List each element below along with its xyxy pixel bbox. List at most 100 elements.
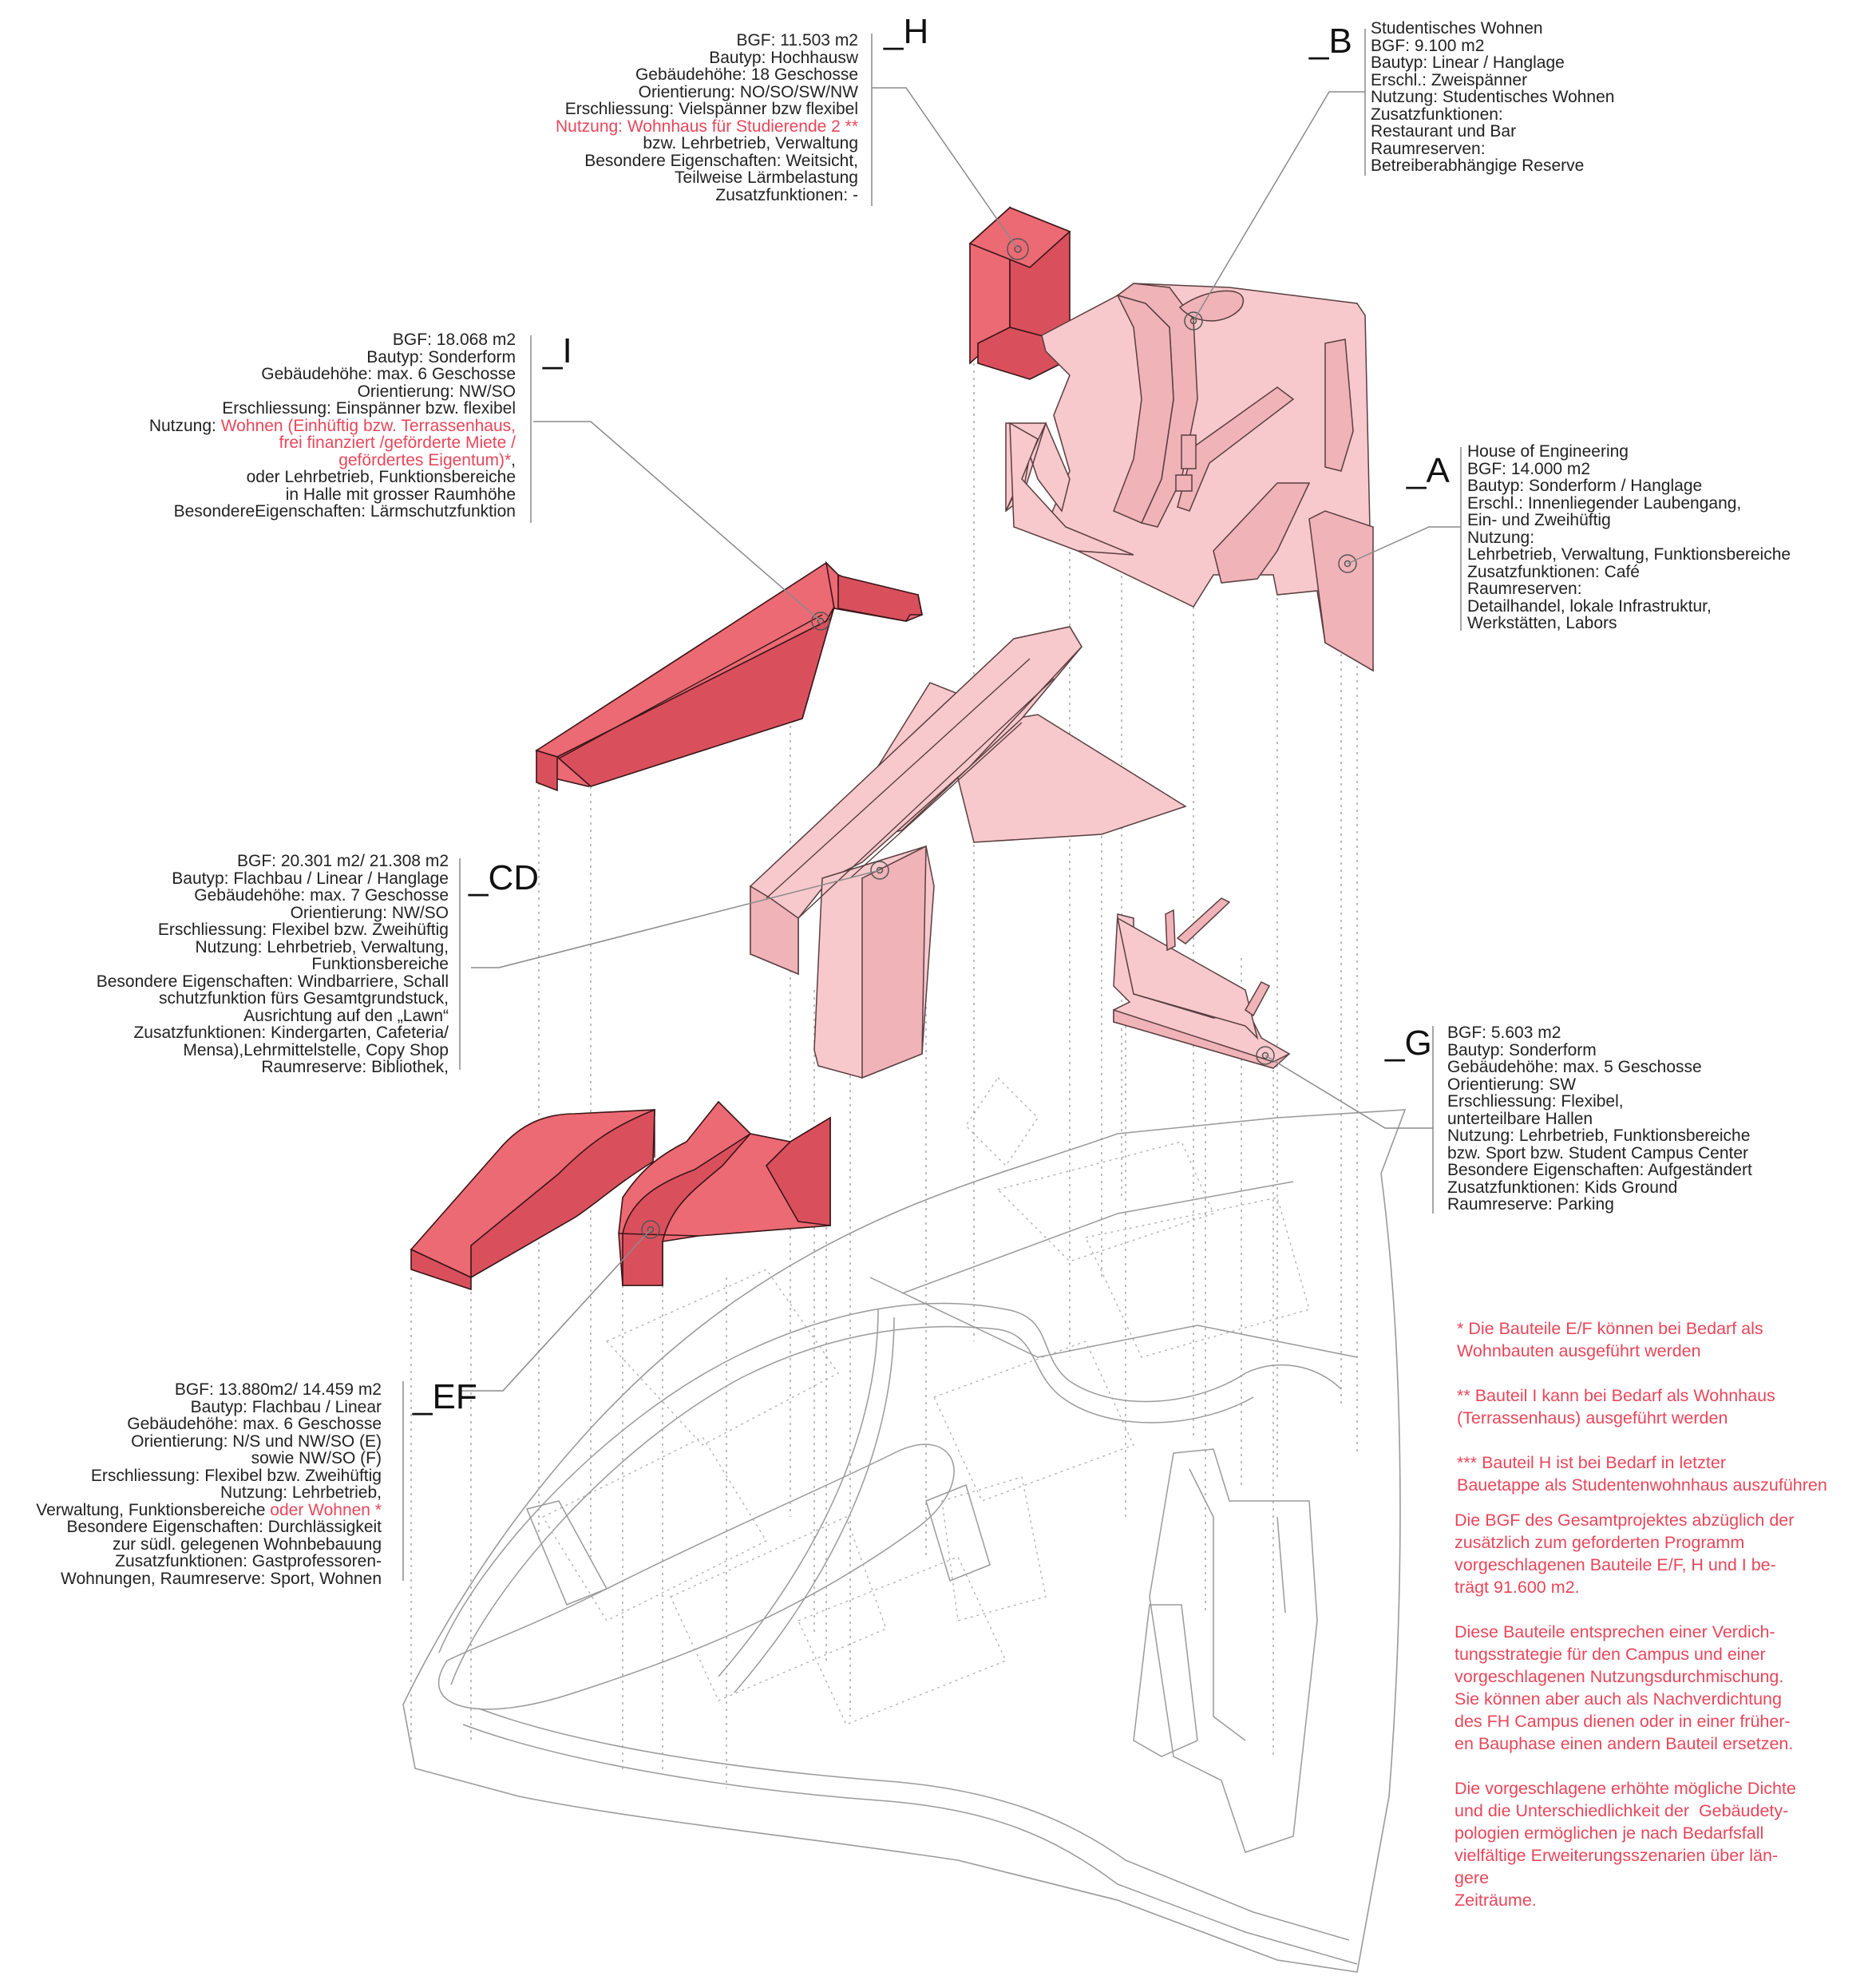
info-line: Zusatzfunktionen: Gastprofessoren- — [115, 1552, 382, 1570]
info-line: BGF: 13.880m2/ 14.459 m2 — [174, 1380, 382, 1399]
info-line: Zusatzfunktionen: Café — [1467, 562, 1640, 581]
info-line: Nutzung: Wohnen (Einhüftig bzw. Terrasse… — [148, 416, 516, 435]
info-line: Zusatzfunktionen: Kindergarten, Cafeteri… — [133, 1024, 449, 1042]
building-a-bar — [1177, 386, 1295, 512]
site-base-plan — [402, 1076, 1407, 1973]
info-line: Gebäudehöhe: max. 6 Geschosse — [261, 365, 516, 383]
info-line: Raumreserven: — [1467, 580, 1582, 598]
leader-a — [1347, 526, 1461, 564]
road-lower — [462, 1724, 1358, 1965]
info-line: BGF: 9.100 m2 — [1371, 36, 1485, 55]
building-a-footprint — [1149, 1448, 1318, 1853]
info-line: Bautyp: Flachbau / Linear / Hanglage — [172, 869, 449, 888]
info-line: bzw. Sport bzw. Student Campus Center — [1447, 1143, 1749, 1162]
info-line: Werkstätten, Labors — [1467, 614, 1617, 632]
info-line: Orientierung: SW — [1447, 1075, 1577, 1094]
info-line: gefördertes Eigentum)*, — [338, 450, 516, 469]
building-cd-edges — [766, 658, 1055, 919]
leader-cd — [471, 869, 881, 968]
info-line: Orientierung: NW/SO — [290, 903, 449, 922]
info-line: Raumreserven: — [1371, 139, 1486, 158]
building-b-a-mass — [1041, 283, 1374, 672]
info-line-suffix: , — [511, 450, 516, 469]
info-line: Ein- und Zweihüftig — [1467, 511, 1611, 529]
info-line: Nutzung: Lehrbetrieb, Funktionsbereiche — [1447, 1127, 1751, 1145]
info-line: Orientierung: NW/SO — [357, 382, 516, 401]
info-line: in Halle mit grosser Raumhöhe — [285, 485, 516, 504]
info-line: Detailhandel, lokale Infrastruktur, — [1467, 596, 1712, 616]
info-line: Bautyp: Sonderform / Hanglage — [1467, 477, 1703, 495]
building-b-front — [1113, 294, 1174, 524]
building-a-end — [1308, 510, 1374, 672]
road-lower-2 — [478, 1708, 1350, 1941]
info-line: Betreiberabhängige Reserve — [1371, 156, 1585, 175]
building-b-marker — [1184, 311, 1203, 331]
info-line: oder Lehrbetrieb, Funktionsbereiche — [246, 468, 516, 486]
leader-b — [1193, 91, 1365, 322]
info-line: Mensa),Lehrmittelstelle, Copy Shop — [183, 1040, 449, 1059]
building-a-tower — [1324, 339, 1354, 472]
info-line: Ausrichtung auf den „Lawn“ — [243, 1006, 449, 1025]
info-line: BGF: 18.068 m2 — [392, 331, 516, 349]
road-inner — [450, 1325, 1254, 1685]
building-i-marker-dot — [817, 617, 825, 625]
building-cd-lower-side — [861, 845, 927, 1079]
building-ef-marker — [641, 1220, 660, 1239]
building-g-pillar — [1165, 909, 1176, 952]
building-a-marker-dot — [1344, 560, 1352, 568]
building-cd-marker — [870, 861, 889, 880]
info-line: Restaurant und Bar — [1371, 122, 1517, 141]
site-outline — [402, 1109, 1407, 1973]
building-a-block — [1213, 482, 1311, 584]
building-h-marker — [1007, 238, 1029, 260]
summary-text: Die BGF des Gesamtprojektes abzüglich de… — [1454, 1509, 1796, 1934]
info-line: Bautyp: Sonderform — [1447, 1040, 1597, 1059]
building-cd-marker-dot — [876, 866, 884, 874]
leader-ef — [459, 1229, 651, 1392]
info-line: bzw. Lehrbetrieb, Verwaltung — [643, 134, 858, 152]
building-h-top — [968, 207, 1071, 268]
info-line: Nutzung: Wohnhaus für Studierende 2 ** — [555, 117, 858, 136]
info-line: Erschl.: Zweispänner — [1371, 70, 1528, 89]
building-i — [535, 560, 923, 792]
footnote: *** Bauteil H ist bei Bedarf in letzter … — [1457, 1453, 1827, 1495]
info-line: Gebäudehöhe: max. 6 Geschosse — [127, 1415, 382, 1433]
info-line: House of Engineering — [1467, 442, 1629, 461]
info-line: Nutzung: — [1467, 528, 1535, 547]
building-i-ridge — [556, 606, 835, 787]
info-line: Verwaltung, Funktionsbereiche oder Wohne… — [36, 1500, 382, 1519]
info-line: Wohnungen, Raumreserve: Sport, Wohnen — [61, 1569, 382, 1588]
building-g — [1113, 897, 1291, 1069]
info-line: Besondere Eigenschaften: Windbarriere, S… — [96, 972, 449, 991]
info-line: Funktionsbereiche — [311, 955, 449, 973]
building-g-pillar — [1176, 897, 1231, 944]
building-ef — [410, 1100, 831, 1291]
info-line: BGF: 14.000 m2 — [1467, 459, 1591, 478]
building-i-top-wing — [837, 573, 923, 622]
tag-a: _A — [1407, 451, 1450, 490]
building-ef-marker-dot — [647, 1226, 655, 1234]
info-line: BGF: 5.603 m2 — [1447, 1024, 1561, 1042]
info-line: BesondereEigenschaften: Lärmschutzfunkti… — [173, 502, 516, 521]
building-g-marker-dot — [1261, 1051, 1269, 1059]
footnotes: * Die Bauteile E/F können bei Bedarf als… — [1457, 1317, 1827, 1519]
building-i-front — [536, 749, 558, 792]
info-line: Studentisches Wohnen — [1371, 19, 1543, 38]
info-line: Gebäudehöhe: max. 7 Geschosse — [194, 886, 449, 905]
footnote: ** Bauteil I kann bei Bedarf als Wohnhau… — [1457, 1386, 1775, 1428]
tag-h: _H — [884, 12, 929, 51]
building-g-marker — [1256, 1046, 1275, 1065]
road-outer — [438, 1302, 1342, 1653]
building-cd — [750, 626, 1187, 1079]
building-h-marker-dot — [1014, 245, 1022, 253]
building-b-ellipse — [1178, 290, 1244, 322]
building-cd-bar-side — [750, 885, 799, 976]
info-line: Teilweise Lärmbelastung — [675, 168, 858, 187]
info-line: Bautyp: Flachbau / Linear — [190, 1397, 382, 1416]
info-line: Bautyp: Hochhausw — [709, 48, 858, 67]
